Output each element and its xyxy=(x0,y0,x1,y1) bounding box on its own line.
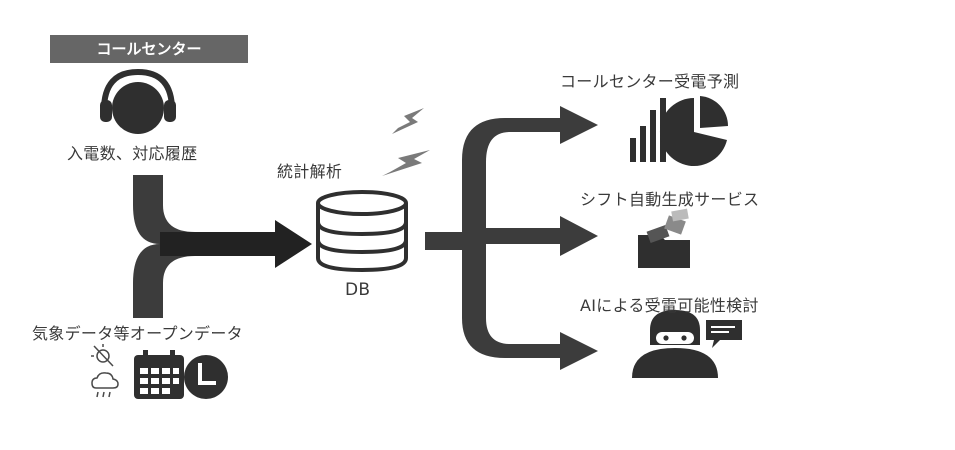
call-center-caption: 入電数、対応履歴 xyxy=(67,144,198,163)
folder-documents-icon xyxy=(638,208,690,268)
left-merge-flow xyxy=(133,175,312,318)
weather-icon xyxy=(91,344,119,398)
output-label-forecast: コールセンター受電予測 xyxy=(560,72,740,91)
output-label-shift: シフト自動生成サービス xyxy=(580,190,760,209)
calendar-icon xyxy=(134,350,184,399)
db-label: DB xyxy=(345,280,371,300)
statistical-analysis-label: 統計解析 xyxy=(277,162,343,181)
output-label-ai: AIによる受電可能性検討 xyxy=(580,296,759,315)
open-data-caption: 気象データ等オープンデータ xyxy=(32,324,243,343)
robot-icon xyxy=(632,310,718,378)
chat-bubble-icon xyxy=(706,320,742,348)
headset-icon xyxy=(100,68,176,134)
lightning-icon xyxy=(382,108,430,176)
database-icon xyxy=(316,190,408,273)
call-center-banner: コールセンター xyxy=(50,35,248,63)
clock-icon xyxy=(184,355,228,399)
bar-pie-chart-icon xyxy=(630,96,729,166)
right-branch-flow xyxy=(425,106,598,370)
